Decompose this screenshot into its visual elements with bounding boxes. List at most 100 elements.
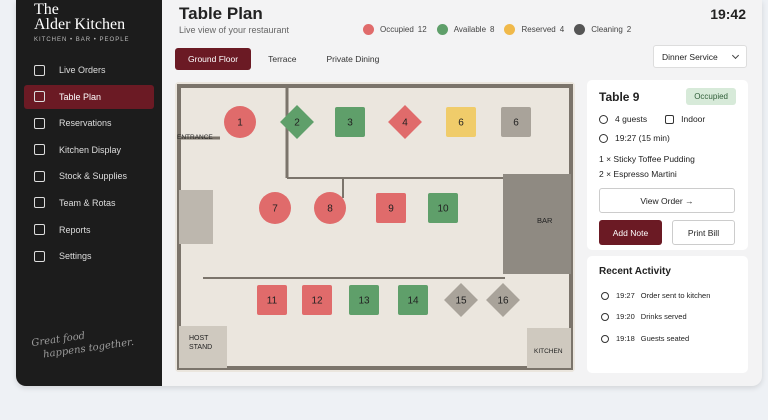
order-item: 2 × Espresso Martini <box>599 169 677 179</box>
table-12[interactable]: 12 <box>302 285 332 315</box>
activity-text: Drinks served <box>640 312 687 321</box>
activity-title: Recent Activity <box>599 266 671 277</box>
table-14[interactable]: 14 <box>398 285 428 315</box>
table-1[interactable]: 1 <box>224 106 256 138</box>
main-content: Table Plan Live view of your restaurant … <box>162 0 762 386</box>
view-order-button[interactable]: View Order → <box>599 188 735 213</box>
table-11[interactable]: 11 <box>257 285 287 315</box>
table-6[interactable]: 6 <box>501 107 531 137</box>
floor-tabs: Ground Floor Terrace Private Dining <box>175 48 392 70</box>
current-time: 19:42 <box>710 6 746 22</box>
table-number: 13 <box>358 296 370 307</box>
sidebar-item-kitchen-display[interactable]: Kitchen Display <box>24 138 154 162</box>
table-9[interactable]: 9 <box>376 193 406 223</box>
sidebar-item-label: Settings <box>59 251 92 262</box>
gear-icon <box>34 250 45 262</box>
sidebar-item-live-orders[interactable]: Live Orders <box>24 58 154 82</box>
table-shape <box>335 107 365 137</box>
label-bar: BAR <box>537 216 553 225</box>
service-select[interactable]: Dinner Service <box>653 45 747 68</box>
table-shape <box>302 285 332 315</box>
table-8[interactable]: 8 <box>314 192 346 224</box>
table-shape <box>428 193 458 223</box>
entrance-shelf <box>179 190 213 244</box>
tab-ground-floor[interactable]: Ground Floor <box>175 48 252 70</box>
sidebar-item-team-rotas[interactable]: Team & Rotas <box>24 191 154 215</box>
host-stand-area <box>179 326 227 368</box>
status-badge: Occupied <box>686 88 736 105</box>
clipboard-icon <box>34 64 45 76</box>
legend-label: Occupied <box>380 25 414 34</box>
document-icon <box>34 224 45 236</box>
table-number: 7 <box>272 204 278 215</box>
table-shape <box>257 285 287 315</box>
sidebar-item-label: Table Plan <box>59 91 102 102</box>
add-note-button[interactable]: Add Note <box>599 220 662 245</box>
page-title: Table Plan <box>179 4 263 23</box>
brand-name-line2: Alder Kitchen <box>34 16 126 33</box>
table-number: 11 <box>267 296 278 307</box>
sidebar-item-reports[interactable]: Reports <box>24 218 154 242</box>
legend-label: Reserved <box>521 25 556 34</box>
chevron-down-icon <box>731 51 740 60</box>
floor-plan-icon <box>34 91 45 103</box>
table-number: 10 <box>437 204 449 215</box>
table-number: 8 <box>327 204 333 215</box>
app-window: The Alder Kitchen KITCHEN • BAR • PEOPLE… <box>16 0 762 386</box>
table-number: 12 <box>311 296 323 307</box>
sidebar-item-label: Reports <box>59 224 91 235</box>
order-item: 1 × Sticky Toffee Pudding <box>599 154 695 164</box>
brand-tagline: KITCHEN • BAR • PEOPLE <box>34 37 130 43</box>
sidebar-item-stock-supplies[interactable]: Stock & Supplies <box>24 164 154 188</box>
legend-label: Cleaning <box>591 25 623 34</box>
table-number: 4 <box>402 118 408 129</box>
table-shape <box>446 107 476 137</box>
table-number: 2 <box>294 118 300 129</box>
table-7[interactable]: 7 <box>259 192 291 224</box>
print-bill-button[interactable]: Print Bill <box>672 220 735 245</box>
activity-time: 19:27 <box>616 291 635 300</box>
table-name: Table 9 <box>599 90 640 104</box>
table-shape <box>398 285 428 315</box>
sidebar-item-label: Kitchen Display <box>59 144 122 155</box>
tab-terrace[interactable]: Terrace <box>268 54 297 64</box>
table-number: 1 <box>237 118 243 129</box>
box-icon <box>34 170 45 182</box>
sidebar: The Alder Kitchen KITCHEN • BAR • PEOPLE… <box>16 0 162 386</box>
legend-label: Available <box>453 25 487 34</box>
clock-icon <box>599 133 608 143</box>
status-dot-icon <box>436 24 448 35</box>
table-shape <box>349 285 379 315</box>
sidebar-item-label: Stock & Supplies <box>59 171 128 182</box>
table-10[interactable]: 10 <box>428 193 458 223</box>
sidebar-item-reservations[interactable]: Reservations <box>24 111 154 135</box>
activity-item: 19:20 Drinks served <box>601 312 687 321</box>
activity-time: 19:20 <box>616 312 635 321</box>
tab-private-dining[interactable]: Private Dining <box>326 54 380 64</box>
table-area: Indoor <box>681 114 706 124</box>
table-13[interactable]: 13 <box>349 285 379 315</box>
sidebar-item-label: Reservations <box>59 118 112 129</box>
service-select-value: Dinner Service <box>662 51 718 62</box>
monitor-icon <box>34 144 45 156</box>
brand-name-line1: The <box>34 1 59 18</box>
legend-count: 2 <box>626 25 632 34</box>
table-3[interactable]: 3 <box>335 107 365 137</box>
kitchen-area <box>527 328 571 368</box>
table-6[interactable]: 6 <box>446 107 476 137</box>
sidebar-item-table-plan[interactable]: Table Plan <box>24 84 154 109</box>
sidebar-item-settings[interactable]: Settings <box>24 244 154 268</box>
clock-icon <box>601 291 609 300</box>
table-shape <box>501 107 531 137</box>
brand-logo[interactable]: The Alder Kitchen <box>34 1 126 33</box>
table-number: 9 <box>388 204 394 215</box>
seated-row: 19:27 (15 min) <box>599 133 670 143</box>
